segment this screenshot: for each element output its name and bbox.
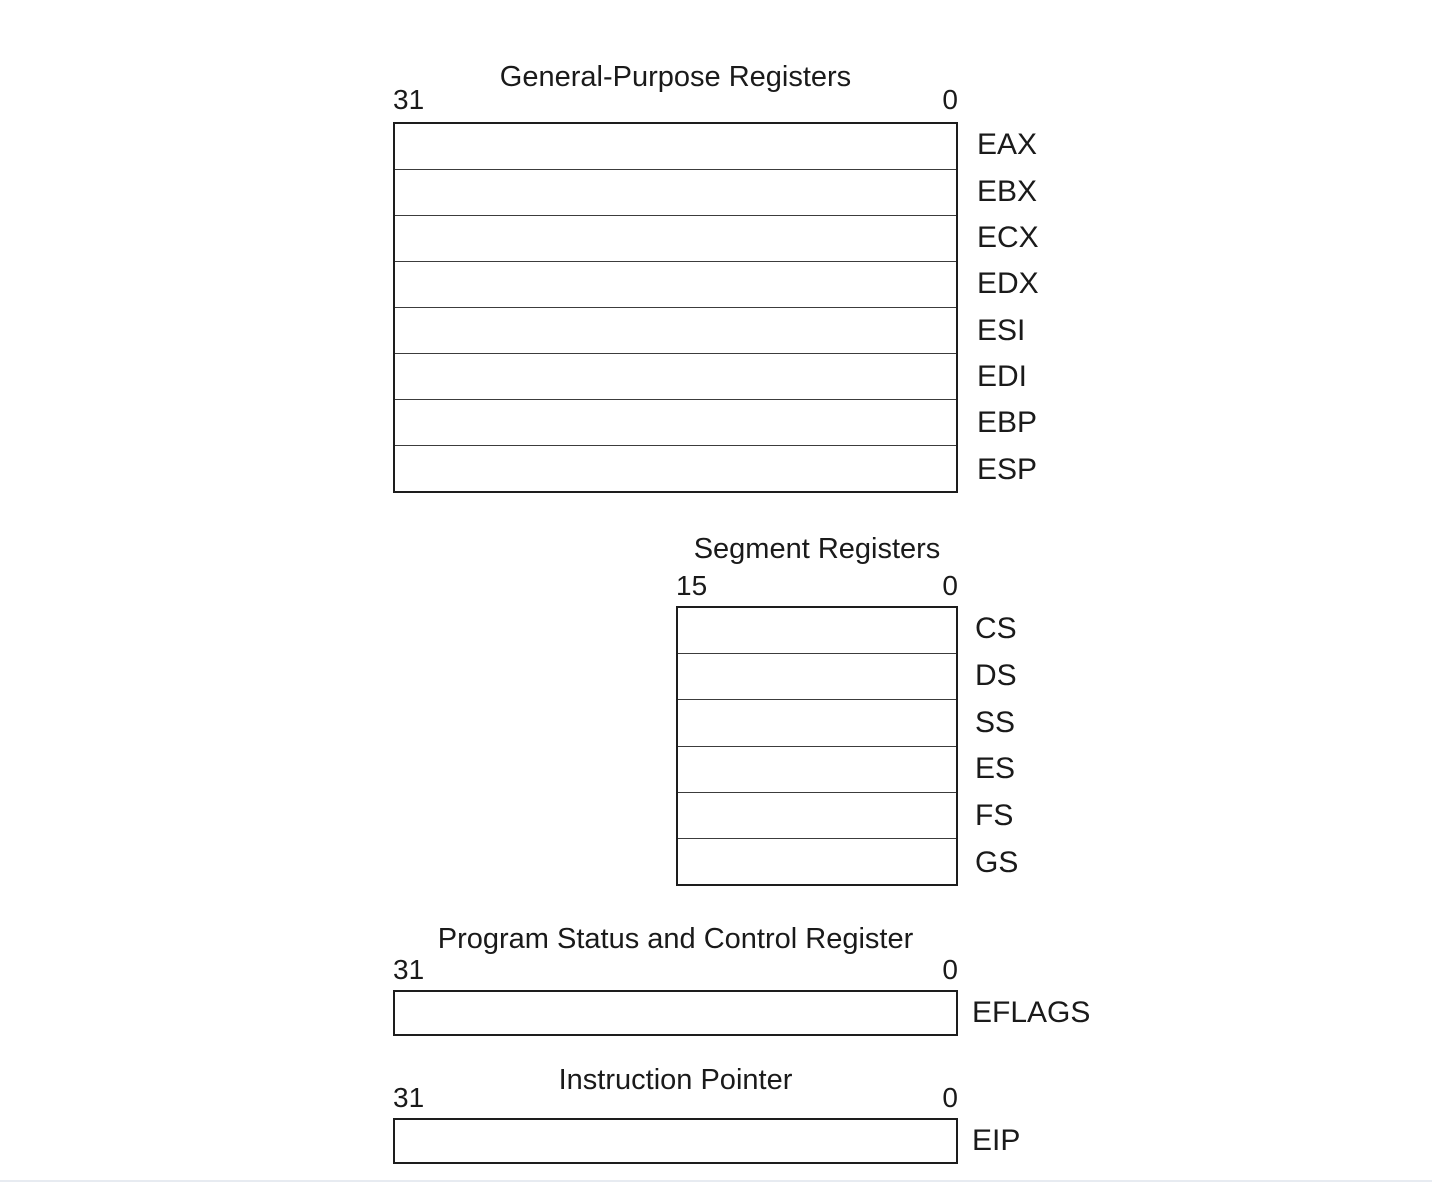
register-label-eip: EIP: [972, 1124, 1021, 1157]
general-purpose-bit-row: 31 0: [393, 80, 958, 120]
register-label-eflags: EFLAGS: [972, 996, 1091, 1029]
register-cell-eip: [395, 1120, 956, 1162]
register-label-fs: FS: [975, 799, 1014, 833]
register-label-ebp: EBP: [977, 406, 1038, 440]
eflags-bit-row: 31 0: [393, 950, 958, 990]
register-label-cs: CS: [975, 612, 1017, 646]
general-purpose-bit-high: 31: [393, 84, 425, 115]
register-label-eax: EAX: [977, 128, 1038, 162]
segment-bit-low: 0: [942, 570, 958, 601]
eip-bit-low: 0: [942, 1082, 958, 1113]
register-cell-cs: [678, 608, 956, 653]
register-label-gs: GS: [975, 845, 1019, 879]
eip-bit-high: 31: [393, 1082, 425, 1113]
register-label-es: ES: [975, 752, 1016, 786]
register-label-ds: DS: [975, 659, 1017, 692]
general-purpose-title: General-Purpose Registers: [499, 61, 852, 93]
register-cell-esi: [395, 307, 956, 353]
register-label-edx: EDX: [977, 267, 1039, 301]
register-cell-es: [678, 745, 956, 792]
register-label-ebx: EBX: [977, 174, 1038, 208]
segment-bit-high: 15: [676, 570, 708, 601]
register-label-esp: ESP: [977, 452, 1038, 486]
segment-register-labels: CS DS SS ES FS GS: [975, 606, 1018, 886]
register-label-esi: ESI: [977, 313, 1026, 347]
register-label-ecx: ECX: [977, 220, 1039, 254]
segment-register-box: [676, 606, 958, 886]
register-cell-esp: [395, 445, 956, 491]
eip-bit-row: 31 0: [393, 1078, 958, 1118]
general-purpose-register-box: [393, 122, 958, 493]
general-purpose-register-labels: EAX EBX ECX EDX ESI EDI EBP ESP: [977, 122, 1039, 493]
segment-bit-row: 15 0: [676, 566, 958, 606]
eflags-bit-high: 31: [393, 954, 425, 985]
eip-register-box: [393, 1118, 958, 1164]
register-cell-gs: [678, 837, 956, 884]
register-cell-fs: [678, 791, 956, 838]
page-bottom-rule: [0, 1180, 1432, 1182]
register-cell-eflags: [395, 992, 956, 1034]
register-label-edi: EDI: [977, 360, 1028, 394]
register-cell-ds: [678, 653, 956, 699]
eflags-bit-low: 0: [942, 954, 958, 985]
register-cell-eax: [395, 124, 956, 169]
eflags-title: Program Status and Control Register: [437, 923, 914, 955]
register-cell-ss: [678, 699, 956, 745]
register-cell-ebp: [395, 399, 956, 445]
register-label-ss: SS: [975, 705, 1016, 739]
register-cell-ecx: [395, 215, 956, 261]
eip-title: Instruction Pointer: [558, 1064, 793, 1096]
register-cell-ebx: [395, 169, 956, 215]
general-purpose-bit-low: 0: [942, 84, 958, 115]
eflags-register-box: [393, 990, 958, 1036]
register-cell-edi: [395, 353, 956, 399]
segment-title: Segment Registers: [693, 533, 941, 565]
register-cell-edx: [395, 261, 956, 307]
